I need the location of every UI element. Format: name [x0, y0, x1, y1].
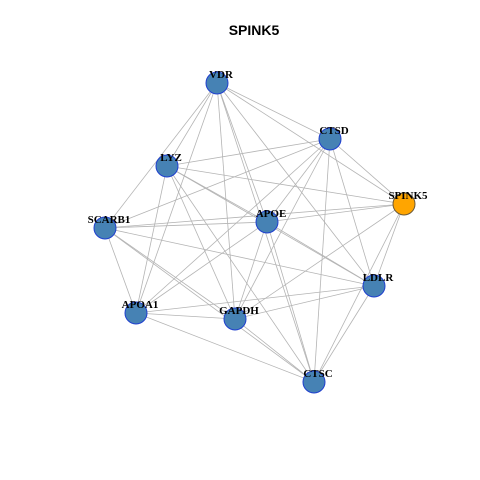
node-label-scarb1: SCARB1 — [88, 214, 131, 226]
node-label-ctsc: CTSC — [303, 368, 332, 380]
edge-vdr-ctsd — [216, 82, 331, 140]
edge-vdr-gapdh — [216, 82, 236, 320]
node-circle-ldlr — [362, 274, 386, 298]
edge-vdr-spink5 — [216, 82, 405, 205]
node-apoa1: APOA1 — [122, 299, 159, 325]
node-ldlr: LDLR — [362, 272, 395, 298]
node-circle-ctsd — [318, 127, 342, 151]
node-circle-scarb1 — [93, 216, 117, 240]
node-spink5: SPINK5 — [388, 190, 428, 216]
edge-spink5-ctsc — [313, 203, 405, 383]
node-vdr: VDR — [205, 69, 234, 95]
node-label-ldlr: LDLR — [363, 272, 395, 284]
diagram-title: SPINK5 — [229, 22, 280, 38]
edge-lyz-apoa1 — [135, 165, 168, 314]
edge-gapdh-ctsc — [234, 318, 315, 383]
edge-layer — [104, 82, 405, 383]
edge-vdr-apoe — [216, 82, 268, 223]
edge-ctsd-ldlr — [329, 138, 375, 287]
node-gapdh: GAPDH — [219, 305, 259, 331]
node-circle-lyz — [155, 154, 179, 178]
edge-vdr-scarb1 — [104, 82, 218, 229]
edge-spink5-ldlr — [373, 203, 405, 287]
node-label-apoa1: APOA1 — [122, 299, 159, 311]
node-scarb1: SCARB1 — [88, 214, 131, 240]
edge-scarb1-apoe — [104, 221, 268, 229]
node-circle-gapdh — [223, 307, 247, 331]
edge-ldlr-gapdh — [234, 285, 375, 320]
node-label-vdr: VDR — [209, 69, 234, 81]
node-apoe: APOE — [255, 208, 287, 234]
node-lyz: LYZ — [155, 152, 182, 178]
edge-vdr-apoa1 — [135, 82, 218, 314]
edge-ctsd-spink5 — [329, 138, 405, 205]
edge-ctsd-apoe — [266, 138, 331, 223]
edge-apoa1-ctsc — [135, 312, 315, 383]
edge-apoe-ldlr — [266, 221, 375, 287]
node-circle-apoe — [255, 210, 279, 234]
edge-apoe-apoa1 — [135, 221, 268, 314]
node-ctsc: CTSC — [302, 368, 333, 394]
edge-spink5-apoe — [266, 203, 405, 223]
edge-ctsd-apoa1 — [135, 138, 331, 314]
edge-ctsd-ctsc — [313, 138, 331, 383]
edge-lyz-gapdh — [166, 165, 236, 320]
edge-ldlr-ctsc — [313, 285, 375, 383]
node-label-apoe: APOE — [256, 208, 287, 220]
node-circle-spink5 — [392, 192, 416, 216]
edge-ctsd-lyz — [166, 138, 331, 167]
edge-lyz-ctsc — [166, 165, 315, 383]
node-label-spink5: SPINK5 — [388, 190, 428, 202]
edge-apoa1-gapdh — [135, 312, 236, 320]
node-label-gapdh: GAPDH — [219, 305, 259, 317]
edge-ldlr-apoa1 — [135, 285, 375, 314]
edge-spink5-scarb1 — [104, 203, 405, 229]
node-circle-ctsc — [302, 370, 326, 394]
edge-apoe-gapdh — [234, 221, 268, 320]
edge-apoe-ctsc — [266, 221, 315, 383]
edge-lyz-spink5 — [166, 165, 405, 205]
node-circle-apoa1 — [124, 301, 148, 325]
edge-spink5-gapdh — [234, 203, 405, 320]
node-circle-vdr — [205, 71, 229, 95]
edge-scarb1-ldlr — [104, 227, 375, 287]
node-label-ctsd: CTSD — [319, 125, 348, 137]
edge-ctsd-gapdh — [234, 138, 331, 320]
edge-scarb1-apoa1 — [104, 227, 137, 314]
node-ctsd: CTSD — [318, 125, 349, 151]
node-label-lyz: LYZ — [160, 152, 182, 164]
edge-vdr-lyz — [166, 82, 218, 167]
edge-ctsd-scarb1 — [104, 138, 331, 229]
